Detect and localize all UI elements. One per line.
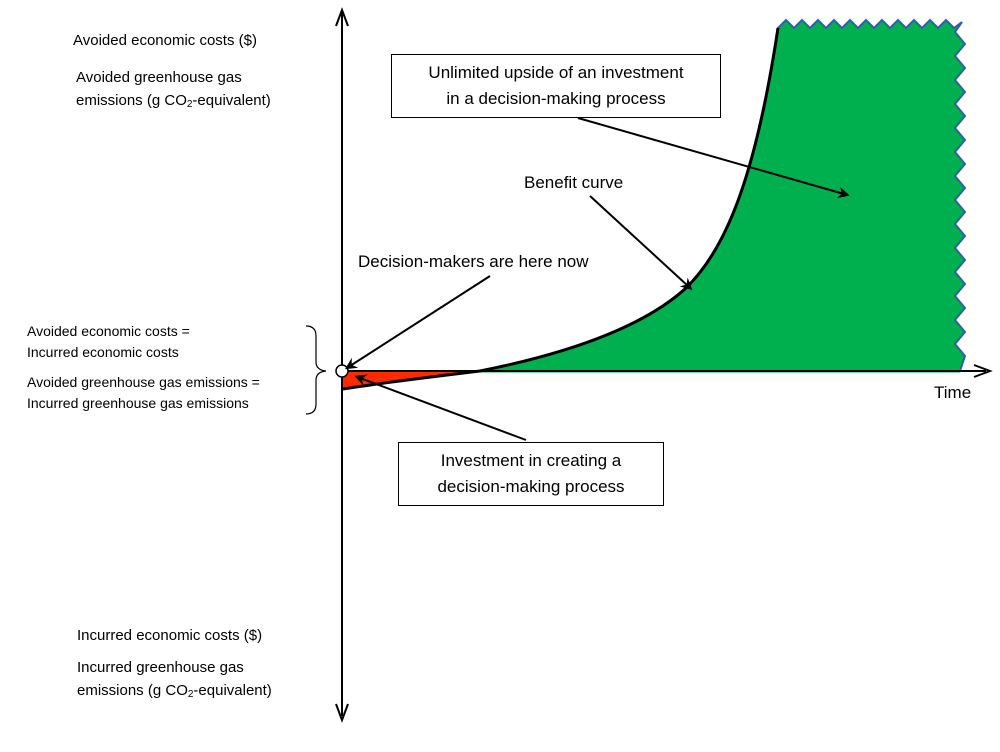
- investment-callout-box: Investment in creating a decision-making…: [398, 442, 664, 506]
- time-axis-arrow: [973, 364, 993, 378]
- avoided-emissions-label: Avoided greenhouse gas emissions (g CO2-…: [76, 69, 271, 110]
- incurred-costs-label: Incurred economic costs ($): [77, 627, 263, 644]
- incurred-emissions-label: Incurred greenhouse gas emissions (g CO2…: [77, 659, 272, 700]
- here-now-label: Decision-makers are here now: [358, 252, 589, 271]
- breakeven-bracket: [305, 325, 327, 415]
- breakeven-emissions-label: Avoided greenhouse gas emissions = Incur…: [27, 374, 260, 411]
- benefit-curve: [342, 27, 780, 391]
- avoided-costs-label: Avoided economic costs ($): [73, 32, 257, 49]
- investment-arrow: [354, 374, 527, 441]
- benefit-curve-label: Benefit curve: [524, 173, 624, 192]
- benefit-curve-arrow: [589, 195, 693, 291]
- origin-marker: [335, 364, 349, 378]
- investment-area: [343, 371, 480, 389]
- time-axis-label: Time: [934, 383, 972, 402]
- here-now-arrow: [344, 275, 491, 370]
- upside-arrow: [577, 117, 850, 199]
- vertical-axis-bottom-arrow: [335, 703, 349, 723]
- breakeven-costs-label: Avoided economic costs = Incurred econom…: [27, 323, 190, 360]
- upside-callout-box: Unlimited upside of an investment in a d…: [391, 54, 721, 118]
- vertical-axis-top-arrow: [335, 7, 349, 27]
